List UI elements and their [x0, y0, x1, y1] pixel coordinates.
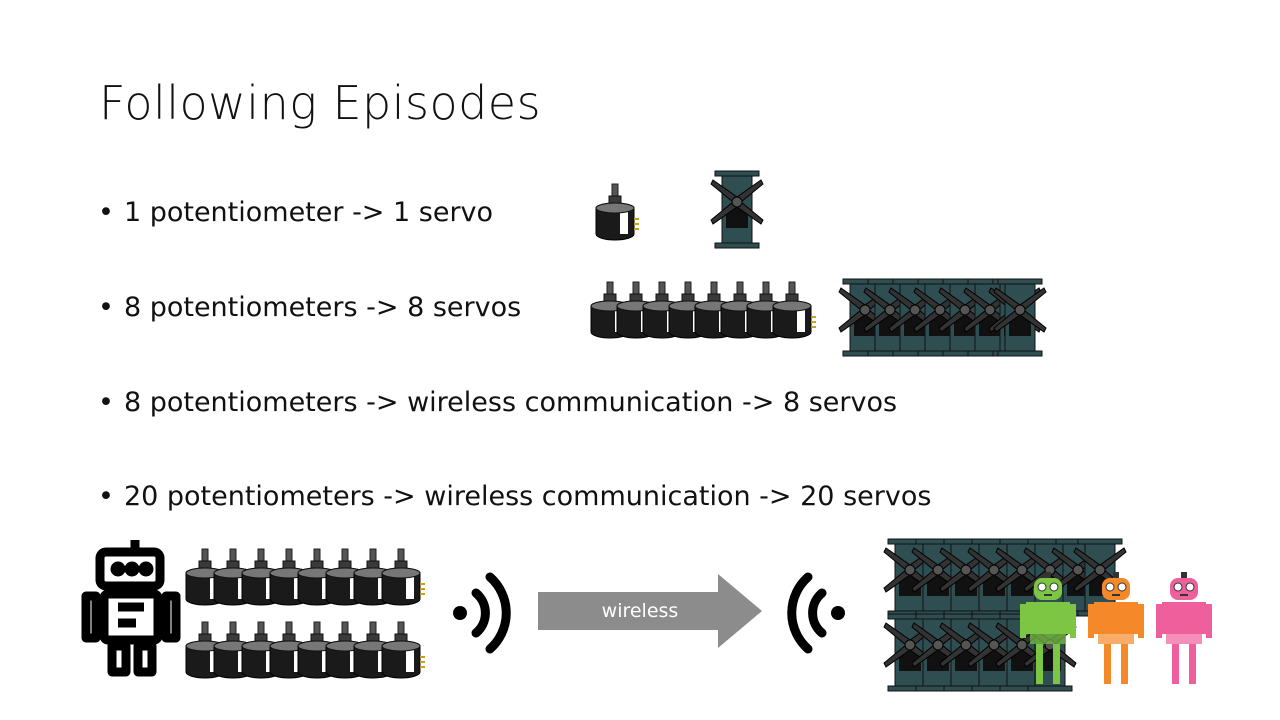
bullet-2-text: 8 potentiometers -> 8 servos: [123, 292, 522, 323]
bullet-2: • 8 potentiometers -> 8 servos: [98, 292, 521, 323]
bullet-1-text: 1 potentiometer -> 1 servo: [123, 197, 494, 228]
potentiometer-row-8: [590, 281, 817, 339]
potentiometer-grid: [185, 548, 426, 679]
bullet-3: • 8 potentiometers -> wireless communicat…: [98, 387, 897, 418]
bullet-1: • 1 potentiometer -> 1 servo: [98, 197, 493, 228]
bullet-dot: •: [98, 292, 114, 323]
slide-title: Following Episodes: [99, 76, 542, 130]
bullet-dot: •: [98, 481, 114, 512]
bullet-3-text: 8 potentiometers -> wireless communicati…: [123, 387, 898, 418]
wireless-signal-icon: [453, 577, 506, 649]
robot-outline-icon: [81, 540, 181, 677]
wireless-arrow: wireless: [538, 574, 762, 648]
bullet-4: • 20 potentiometers -> wireless communica…: [98, 481, 931, 512]
servo-icon: [710, 170, 764, 249]
bullet-dot: •: [98, 387, 114, 418]
wireless-signal-icon: [792, 577, 845, 649]
servo-row-8: [838, 278, 1047, 357]
cartoon-robot-icon: [1155, 571, 1213, 685]
bullet-dot: •: [98, 197, 114, 228]
arrow-label: wireless: [602, 600, 679, 622]
bullet-4-text: 20 potentiometers -> wireless communicat…: [123, 481, 932, 512]
potentiometer-icon: [595, 183, 640, 241]
